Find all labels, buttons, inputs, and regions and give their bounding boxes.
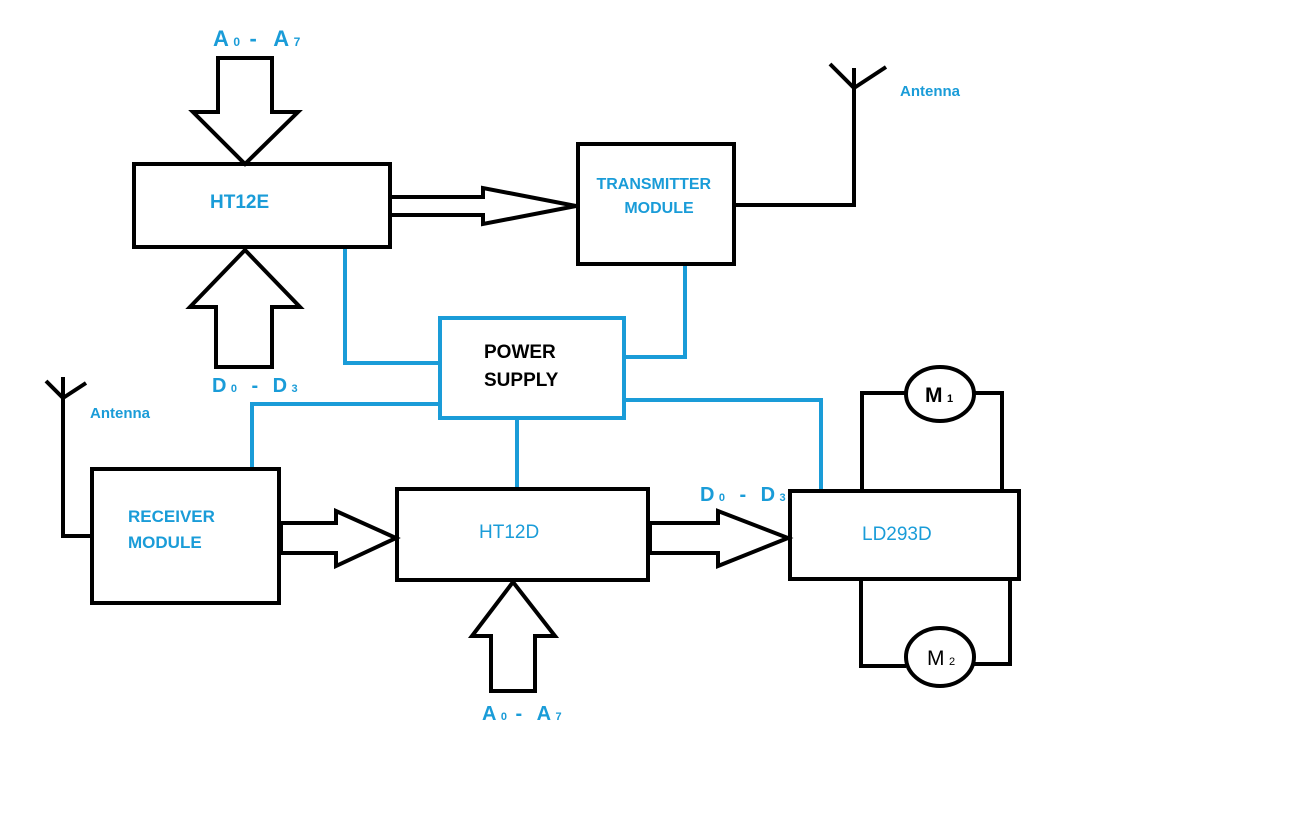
- motor-m1-wiring: [860, 391, 906, 491]
- motor-m1-icon: [904, 365, 976, 423]
- antenna-tx-icon: [734, 62, 888, 207]
- decoder-data-label-d3: D: [761, 484, 775, 506]
- decoder-address-label-sub7: 7: [556, 711, 562, 723]
- encoder-data-label-d: D: [212, 375, 226, 397]
- ld293d-label: LD293D: [862, 524, 932, 545]
- antenna-rx-label: Antenna: [90, 405, 151, 422]
- decoder-address-label-sep: -: [515, 703, 522, 725]
- ht12d-label: HT12D: [479, 522, 539, 543]
- motor-m2-label: M 2: [927, 647, 955, 670]
- decoder-address-label-a7: A: [537, 703, 551, 725]
- encoder-data-label-sub0: 0: [231, 383, 237, 395]
- motor-m2-icon: [904, 626, 976, 688]
- receiver-label-line2: MODULE: [128, 533, 202, 552]
- decoder-address-label-a: A: [482, 703, 496, 725]
- encoder-address-label-sub7: 7: [294, 35, 301, 49]
- decoder-data-label-sep: -: [739, 484, 746, 506]
- power-supply-label: POWER SUPPLY: [484, 342, 561, 391]
- wire-ht12e-to-power: [343, 245, 440, 365]
- power-supply-block: [438, 316, 626, 420]
- encoder-data-label-sep: -: [251, 375, 258, 397]
- decoder-address-label-sub0: 0: [501, 711, 507, 723]
- motor-m2-label-m: M: [927, 647, 945, 670]
- encoder-address-label-a: A: [213, 26, 229, 51]
- encoder-address-label-sub0: 0: [233, 35, 240, 49]
- motor-m2-wiring-right: [974, 579, 1012, 666]
- arrow-ht12d-to-ld293d: [648, 508, 794, 569]
- address-arrow-ht12d: [467, 578, 560, 693]
- motor-m1-wiring-right: [974, 391, 1004, 491]
- motor-m2-label-sub: 2: [949, 656, 955, 668]
- wire-transmitter-to-power: [624, 263, 687, 359]
- decoder-data-label-sub0: 0: [719, 492, 725, 504]
- encoder-data-label: D 0 - D 3: [212, 375, 298, 397]
- receiver-label: RECEIVER MODULE: [128, 507, 220, 552]
- data-arrow-ht12e: [185, 247, 305, 369]
- decoder-address-label: A 0 - A 7: [482, 703, 562, 725]
- decoder-data-label-d: D: [700, 484, 714, 506]
- transmitter-label: TRANSMITTER MODULE: [596, 176, 715, 217]
- power-supply-label-line2: SUPPLY: [484, 370, 559, 391]
- transmitter-label-line2: MODULE: [624, 200, 694, 217]
- encoder-address-label-sep: -: [249, 26, 256, 51]
- arrow-ht12e-to-transmitter: [388, 185, 577, 227]
- ht12e-label: HT12E: [210, 192, 269, 213]
- power-wiring: [250, 245, 823, 491]
- motor-m1-label-sub: 1: [947, 393, 953, 405]
- wire-power-to-receiver: [250, 402, 440, 468]
- motor-m1-label: M 1: [925, 384, 953, 407]
- receiver-label-line1: RECEIVER: [128, 507, 215, 526]
- address-arrow-ht12e: [188, 56, 303, 167]
- decoder-data-label-sub3: 3: [780, 492, 786, 504]
- encoder-address-label: A 0 - A 7: [213, 26, 301, 51]
- motor-m2-wiring: [859, 579, 906, 668]
- encoder-data-label-d3: D: [273, 375, 287, 397]
- motor-m1-label-m: M: [925, 384, 943, 407]
- wire-power-to-ld293d: [624, 398, 823, 491]
- encoder-address-label-b: A: [273, 26, 289, 51]
- arrow-receiver-to-ht12d: [279, 507, 401, 570]
- transmitter-label-line1: TRANSMITTER: [596, 176, 711, 193]
- antenna-rx-icon: [44, 377, 92, 538]
- power-supply-label-line1: POWER: [484, 342, 556, 363]
- antenna-tx-label: Antenna: [900, 83, 961, 100]
- ld293d-block: [788, 489, 1021, 581]
- decoder-data-label: D 0 - D 3: [700, 484, 786, 506]
- encoder-data-label-sub3: 3: [292, 383, 298, 395]
